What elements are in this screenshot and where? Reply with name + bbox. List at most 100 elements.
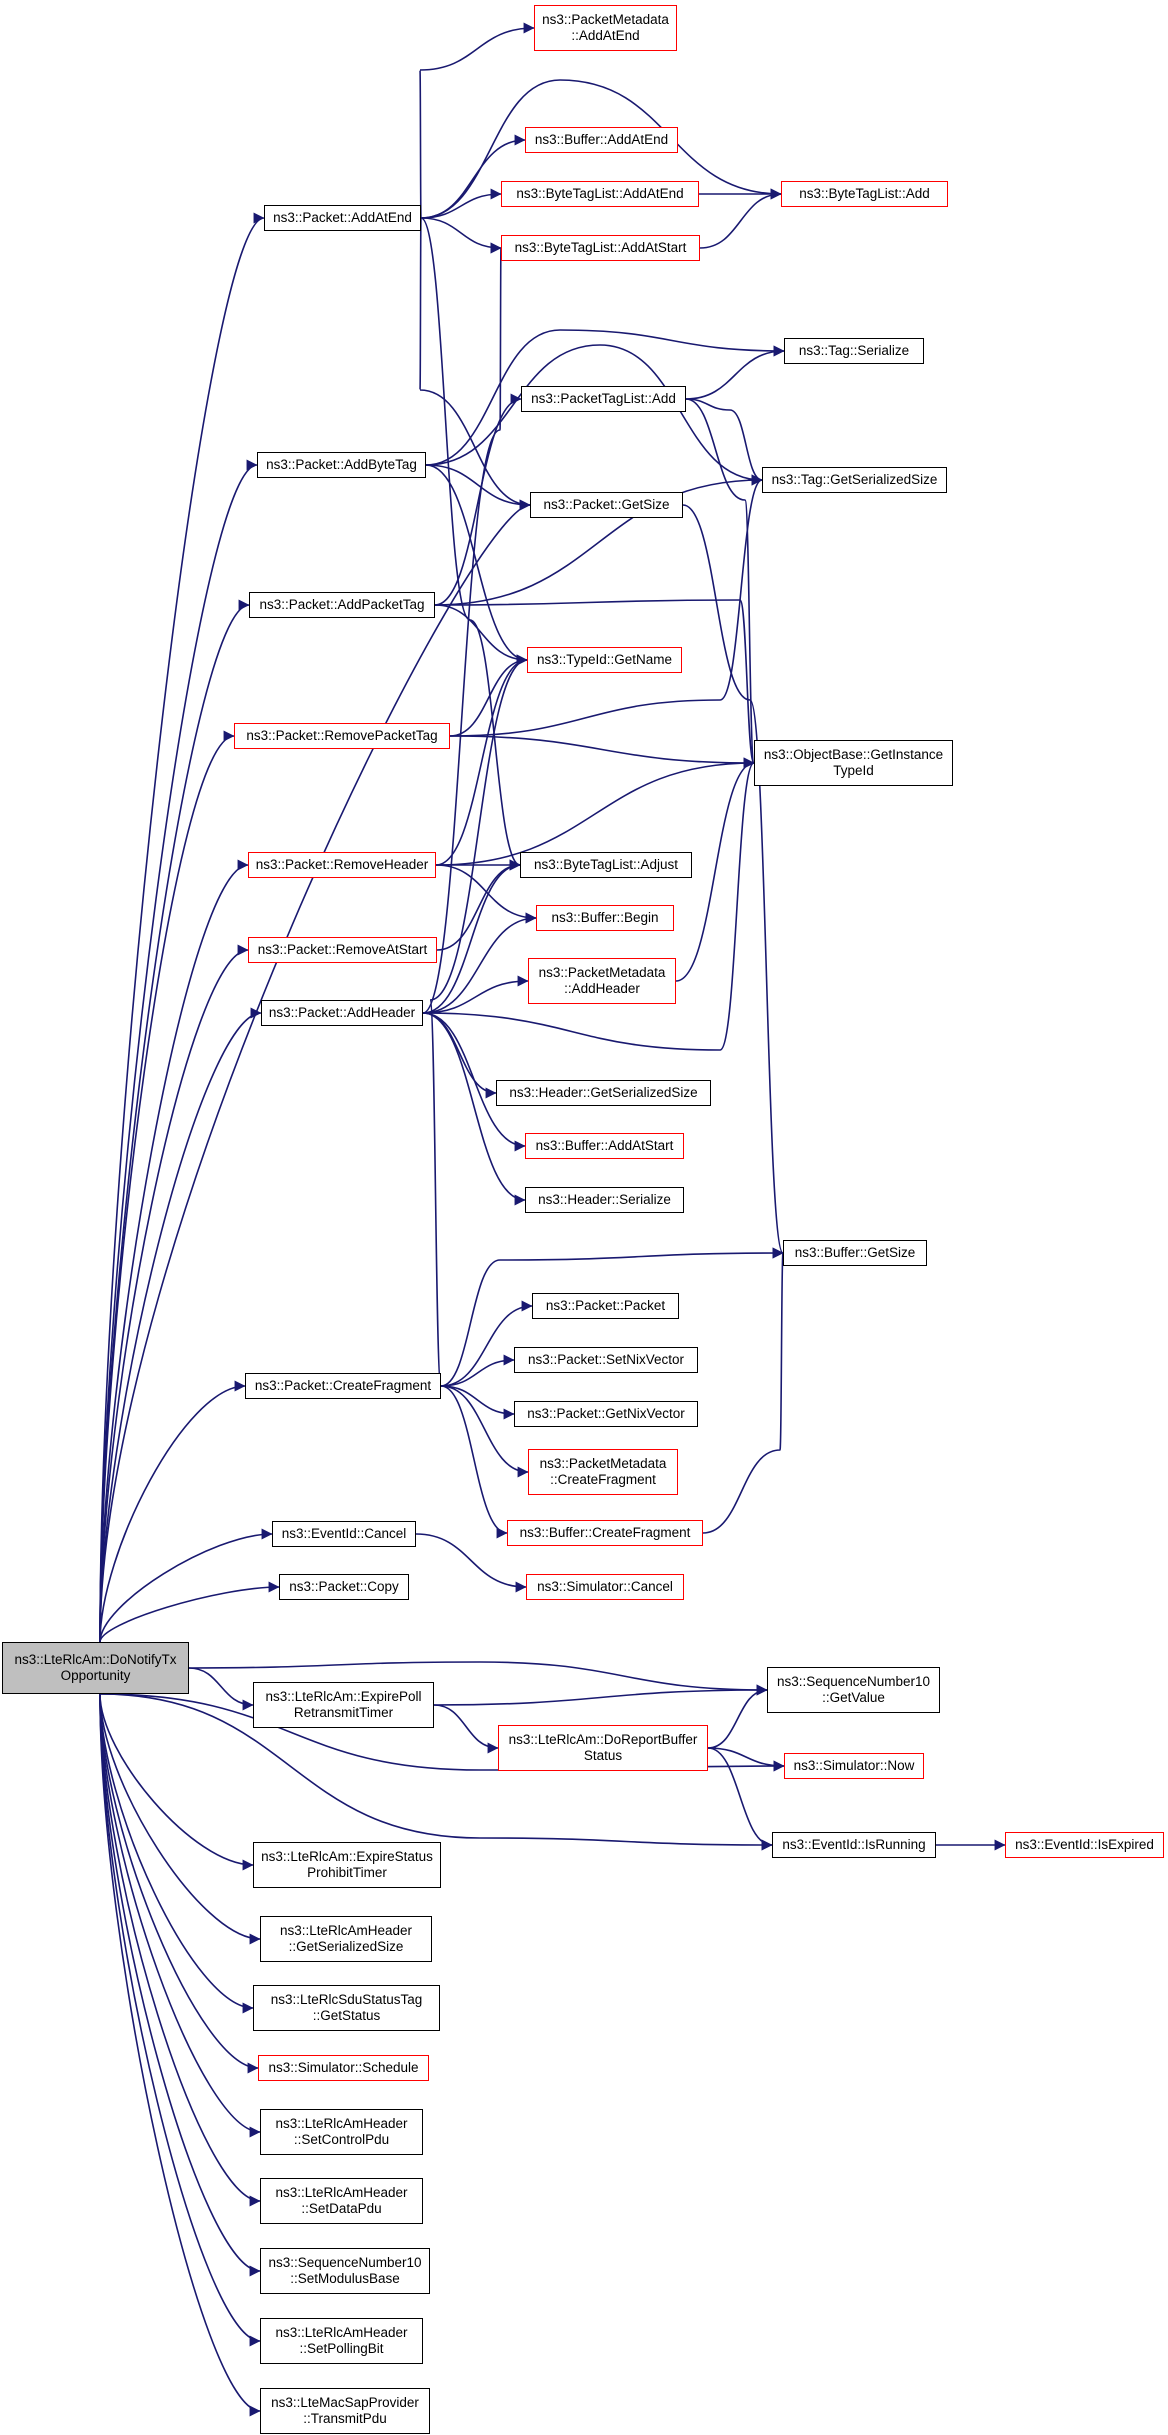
node-label-line: ns3::Buffer::AddAtEnd (534, 132, 669, 147)
node-buf-addatend[interactable]: ns3::Buffer::AddAtEnd (525, 127, 678, 153)
node-sn10-setmodulus[interactable]: ns3::SequenceNumber10::SetModulusBase (260, 2248, 430, 2294)
node-label-line: ns3::PacketMetadata (538, 965, 666, 980)
node-amhdr-getsersize[interactable]: ns3::LteRlcAmHeader::GetSerializedSize (260, 1916, 432, 1962)
node-label-line: ns3::ByteTagList::Adjust (533, 857, 679, 872)
node-label-line: ns3::LteRlcAmHeader (275, 2185, 408, 2200)
edge-pkt-addpackettag-to-tag-getsersize (434, 474, 763, 606)
edge-pkt-addpackettag-to-typeid-getname (434, 604, 528, 666)
node-ptl-add[interactable]: ns3::PacketTagList::Add (521, 386, 686, 412)
edge-pkt-removepackettag-to-tag-getsersize (449, 474, 763, 737)
node-label-line: ::AddAtEnd (571, 28, 640, 43)
node-pkt-createfragment[interactable]: ns3::Packet::CreateFragment (245, 1373, 441, 1399)
node-sim-cancel[interactable]: ns3::Simulator::Cancel (526, 1574, 684, 1600)
node-eventid-isexpired[interactable]: ns3::EventId::IsExpired (1005, 1832, 1164, 1858)
edge-pkt-addbytetag-to-tag-getsersize (425, 344, 763, 486)
node-label-line: ns3::TypeId::GetName (536, 652, 673, 667)
node-pkt-addatend[interactable]: ns3::Packet::AddAtEnd (264, 205, 421, 231)
node-btl-addatstart[interactable]: ns3::ByteTagList::AddAtStart (501, 235, 700, 261)
edge-root-to-expirestatus (99, 1693, 254, 1871)
node-hdr-getsersize[interactable]: ns3::Header::GetSerializedSize (496, 1080, 711, 1106)
node-label-line: ns3::Simulator::Schedule (268, 2060, 419, 2075)
edge-root-to-sdustatustag (99, 1693, 254, 2014)
edge-pkt-createfragment-to-typeid-getname (429, 654, 528, 1387)
node-macsap-transmitpdu[interactable]: ns3::LteMacSapProvider::TransmitPdu (260, 2388, 430, 2434)
node-label-line: RetransmitTimer (293, 1705, 394, 1720)
node-label-line: ns3::Buffer::Begin (551, 910, 659, 925)
edge-pkt-getsize-to-buf-getsize (682, 504, 784, 1259)
edge-pkt-addbytetag-to-typeid-getname (425, 464, 528, 666)
node-tag-serialize[interactable]: ns3::Tag::Serialize (784, 338, 924, 364)
node-buf-getsize[interactable]: ns3::Buffer::GetSize (783, 1240, 927, 1266)
node-pm-addheader[interactable]: ns3::PacketMetadata::AddHeader (528, 958, 676, 1004)
edge-root-to-pkt-createfragment (99, 1380, 246, 1643)
node-btl-add[interactable]: ns3::ByteTagList::Add (781, 181, 948, 207)
node-btl-adjust[interactable]: ns3::ByteTagList::Adjust (520, 852, 692, 878)
node-eventid-isrunning[interactable]: ns3::EventId::IsRunning (772, 1832, 936, 1858)
edge-root-to-sn10-setmodulus (99, 1693, 261, 2277)
node-amhdr-setdatapdu[interactable]: ns3::LteRlcAmHeader::SetDataPdu (260, 2178, 423, 2224)
node-buf-createfragment[interactable]: ns3::Buffer::CreateFragment (507, 1520, 703, 1546)
node-buf-begin[interactable]: ns3::Buffer::Begin (536, 905, 674, 931)
node-pkt-removeatstart[interactable]: ns3::Packet::RemoveAtStart (248, 937, 437, 963)
node-pm-createfragment[interactable]: ns3::PacketMetadata::CreateFragment (528, 1449, 678, 1495)
node-pkt-getsize[interactable]: ns3::Packet::GetSize (530, 492, 683, 518)
node-label-line: ns3::Simulator::Now (793, 1758, 915, 1773)
edge-pkt-removeheader-to-ob-getinstancetypeid (435, 757, 755, 866)
node-tag-getsersize[interactable]: ns3::Tag::GetSerializedSize (762, 467, 947, 493)
node-pkt-removepackettag[interactable]: ns3::Packet::RemovePacketTag (234, 723, 450, 749)
node-sim-now[interactable]: ns3::Simulator::Now (784, 1753, 924, 1779)
edge-pkt-addpackettag-to-ob-getinstancetypeid (434, 599, 755, 769)
node-label-line: ns3::Packet::Copy (289, 1579, 399, 1594)
edge-root-to-pkt-addpackettag (99, 599, 250, 1643)
edge-root-to-eventid-cancel (99, 1528, 273, 1643)
node-label-line: ns3::Tag::GetSerializedSize (771, 472, 938, 487)
node-btl-addatend[interactable]: ns3::ByteTagList::AddAtEnd (501, 181, 699, 207)
node-label-line: ns3::PacketTagList::Add (531, 391, 676, 406)
node-pkt-removeheader[interactable]: ns3::Packet::RemoveHeader (248, 852, 436, 878)
node-typeid-getname[interactable]: ns3::TypeId::GetName (527, 647, 682, 673)
node-sdustatustag[interactable]: ns3::LteRlcSduStatusTag::GetStatus (253, 1985, 440, 2031)
node-label-line: ::CreateFragment (550, 1472, 656, 1487)
edge-pkt-createfragment-to-buf-createfragment (440, 1385, 508, 1539)
node-label-line: ns3::ByteTagList::Add (799, 186, 930, 201)
node-pkt-addheader[interactable]: ns3::Packet::AddHeader (261, 1000, 423, 1026)
node-pkt-copy[interactable]: ns3::Packet::Copy (279, 1574, 409, 1600)
node-sim-schedule[interactable]: ns3::Simulator::Schedule (258, 2055, 429, 2081)
node-amhdr-setpollingbit[interactable]: ns3::LteRlcAmHeader::SetPollingBit (260, 2318, 423, 2364)
edge-ptl-add-to-tag-getsersize (685, 398, 763, 486)
edge-pkt-removepackettag-to-typeid-getname (449, 654, 528, 737)
node-hdr-serialize[interactable]: ns3::Header::Serialize (525, 1187, 684, 1213)
node-label-line: ns3::LteRlcAmHeader (275, 2116, 408, 2131)
edge-pkt-createfragment-to-pkt-getnixvector (440, 1385, 515, 1420)
node-pkt-addpackettag[interactable]: ns3::Packet::AddPacketTag (249, 592, 435, 618)
edge-root-to-amhdr-setdatapdu (99, 1693, 261, 2207)
node-label-line: ns3::Packet::AddByteTag (266, 457, 417, 472)
edge-pkt-addatend-to-btl-add (420, 79, 782, 219)
node-label-line: ns3::SequenceNumber10 (268, 2255, 422, 2270)
node-label-line: ::SetModulusBase (290, 2271, 400, 2286)
node-sn10-getvalue[interactable]: ns3::SequenceNumber10::GetValue (767, 1667, 940, 1713)
node-pkt-addbytetag[interactable]: ns3::Packet::AddByteTag (257, 452, 426, 478)
node-pkt-setnixvector[interactable]: ns3::Packet::SetNixVector (514, 1347, 698, 1373)
node-label-line: ns3::Packet::Packet (545, 1298, 666, 1313)
edge-pkt-addbytetag-to-tag-serialize (425, 329, 785, 466)
node-label-line: TypeId (833, 763, 874, 778)
edge-root-to-pkt-getsize (99, 499, 531, 1643)
edge-btl-addatstart-to-btl-add (699, 188, 782, 249)
node-amhdr-setcontrolpdu[interactable]: ns3::LteRlcAmHeader::SetControlPdu (260, 2109, 423, 2155)
node-eventid-cancel[interactable]: ns3::EventId::Cancel (272, 1521, 416, 1547)
edge-expirepoll-to-sn10-getvalue (433, 1684, 768, 1706)
node-pm-addatend[interactable]: ns3::PacketMetadata::AddAtEnd (534, 5, 677, 51)
node-label-line: ::SetDataPdu (301, 2201, 382, 2216)
node-pkt-packet[interactable]: ns3::Packet::Packet (532, 1293, 679, 1319)
node-pkt-getnixvector[interactable]: ns3::Packet::GetNixVector (514, 1401, 698, 1427)
edge-doreportbuffer-to-eventid-isrunning (707, 1747, 773, 1851)
node-label-line: ns3::ObjectBase::GetInstance (763, 747, 944, 762)
edge-root-to-pkt-removepackettag (99, 730, 235, 1643)
edge-pkt-addheader-to-btl-addatstart (422, 246, 502, 1014)
node-buf-addatstart[interactable]: ns3::Buffer::AddAtStart (525, 1133, 684, 1159)
